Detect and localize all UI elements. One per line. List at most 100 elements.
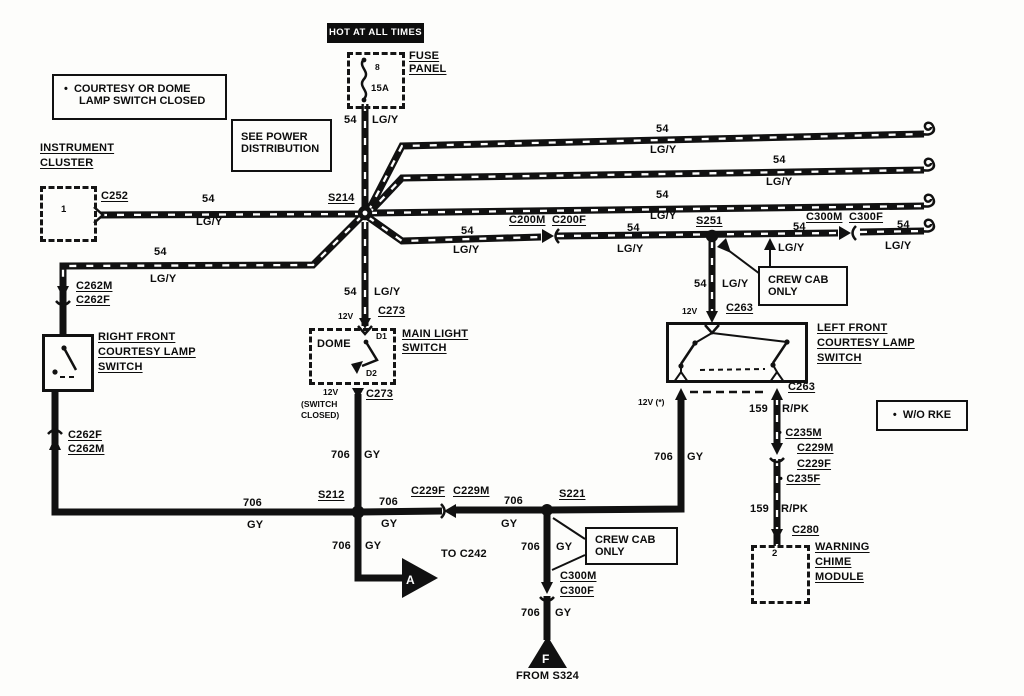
connector-label-c200m: C200M [509, 214, 546, 226]
see-power-line1: SEE POWER [241, 131, 308, 143]
wire-label-lgy: LG/Y [150, 273, 177, 285]
crew-cab-only-note-bottom: CREW CAB ONLY [585, 527, 678, 565]
fuse-panel-box [347, 52, 405, 109]
voltage-switch-closed-line2: CLOSED) [301, 410, 340, 420]
splice-s251 [705, 229, 719, 243]
wire-label-gy: GY [501, 518, 518, 530]
warning-chime-title-line3: MODULE [815, 571, 864, 583]
splice-label-s251: S251 [696, 215, 723, 227]
connector-label-c263-top: C263 [726, 302, 754, 314]
fuse-rating: 15A [371, 83, 390, 94]
wire-label-54: 54 [202, 193, 215, 205]
wire-label-706: 706 [654, 451, 673, 463]
wire-end-curls [921, 121, 936, 233]
connector-label-c262m-upper: C262M [76, 280, 113, 292]
courtesy-note-box: • COURTESY OR DOME LAMP SWITCH CLOSED [52, 74, 227, 120]
connector-c235-arrow [771, 443, 783, 455]
crew-cab-only-note-top: CREW CAB ONLY [758, 266, 848, 306]
from-s324-label: FROM S324 [516, 670, 579, 682]
connector-label-c300m-top: C300M [806, 211, 843, 223]
rf-switch-title-line2: COURTESY LAMP [98, 346, 196, 358]
right-front-courtesy-lamp-switch-box [42, 334, 94, 392]
wire-label-rpk: R/PK [782, 403, 810, 415]
wire-label-54: 54 [694, 278, 707, 290]
wire-label-lgy: LG/Y [453, 244, 480, 256]
connector-label-c200f: C200F [552, 214, 587, 226]
instrument-cluster-box [40, 186, 97, 242]
wire-label-54: 54 [627, 222, 640, 234]
wire-label-lgy: LG/Y [372, 114, 399, 126]
connector-label-c273-bottom: C273 [366, 388, 394, 400]
instrument-cluster-title-line1: INSTRUMENT [40, 142, 115, 154]
wire-label-706: 706 [332, 540, 351, 552]
rf-switch-title-line3: SWITCH [98, 361, 143, 373]
wire-label-54: 54 [344, 286, 357, 298]
fuse-panel-title-line1: FUSE [409, 50, 440, 62]
connector-label-c229f-stack: C229F [797, 458, 832, 470]
wire-label-lgy: LG/Y [778, 242, 805, 254]
connector-c300-bottom-arrow [541, 582, 553, 594]
splice-label-s214: S214 [328, 192, 355, 204]
flow-arrow-f [528, 636, 567, 668]
wire-label-706: 706 [379, 496, 398, 508]
crew-cab-bottom-line1: CREW CAB [595, 534, 656, 546]
wire-label-706: 706 [504, 495, 523, 507]
connector-label-c229f: C229F [411, 485, 446, 497]
wire-label-lgy: LG/Y [885, 240, 912, 252]
voltage-switch-closed-line1: (SWITCH [301, 399, 338, 409]
wire-label-lgy: LG/Y [374, 286, 401, 298]
connector-symbols [47, 206, 857, 603]
main-light-switch-box [309, 328, 396, 385]
splice-label-s221: S221 [559, 488, 586, 500]
wire-label-gy: GY [365, 540, 382, 552]
wire-label-54: 54 [897, 219, 910, 231]
connector-label-c300f-top: C300F [849, 211, 884, 223]
connector-label-c262f-upper: C262F [76, 294, 111, 306]
wire-label-54: 54 [344, 114, 357, 126]
gy-706-wires [51, 302, 685, 640]
bullet-icon: • [778, 427, 783, 439]
courtesy-note-line1: COURTESY OR DOME [73, 83, 191, 95]
fuse-id: 8 [375, 62, 380, 72]
connector-label-c229m-stack: C229M [797, 442, 834, 454]
rf-switch-title-line1: RIGHT FRONT [98, 331, 176, 343]
lf-switch-title-line1: LEFT FRONT [817, 322, 888, 334]
wire-label-rpk: R/PK [781, 503, 809, 515]
voltage-12v-dome-bottom: 12V [323, 387, 339, 397]
crew-cab-top-line2: ONLY [768, 286, 798, 298]
dome-contact-d2: D2 [366, 368, 377, 378]
crew-cab-top-line1: CREW CAB [768, 274, 829, 286]
wire-label-lgy: LG/Y [650, 144, 677, 156]
warning-chime-title-line2: CHIME [815, 556, 852, 568]
lf-switch-title-line2: COURTESY LAMP [817, 337, 915, 349]
main-light-switch-title-line1: MAIN LIGHT [402, 328, 469, 340]
connector-c300-top-arrow [839, 226, 851, 240]
bullet-icon: • [64, 83, 68, 95]
wire-label-706: 706 [243, 497, 262, 509]
to-c242-label: TO C242 [441, 548, 487, 560]
wo-rke-note-box: • W/O RKE [876, 400, 968, 431]
see-power-distribution-box: SEE POWER DISTRIBUTION [231, 119, 332, 172]
splice-label-s212: S212 [318, 489, 345, 501]
wire-label-gy: GY [555, 607, 572, 619]
connector-label-c235f: • C235F [779, 473, 821, 485]
splice-s212 [351, 505, 365, 519]
wire-label-gy: GY [364, 449, 381, 461]
wire-label-lgy: LG/Y [196, 216, 223, 228]
annotation-pointers [551, 238, 776, 571]
connector-c262-lower-arrow [49, 437, 61, 450]
courtesy-note-line2: LAMP SWITCH CLOSED [79, 95, 206, 107]
right-front-switch-contacts [52, 345, 78, 378]
instrument-cluster-title-line2: CLUSTER [40, 157, 94, 169]
wire-label-54: 54 [793, 221, 806, 233]
wire-label-lgy: LG/Y [650, 210, 677, 222]
connector-label-c262f-lower: C262F [68, 429, 103, 441]
instrument-cluster-pin: 1 [61, 204, 67, 215]
splice-s221 [541, 504, 553, 516]
connector-c263-arrow [706, 311, 718, 323]
voltage-12v-dome-top: 12V [338, 311, 354, 321]
connector-c280-arrow [771, 529, 783, 541]
wo-rke-label: W/O RKE [902, 409, 952, 421]
see-power-line2: DISTRIBUTION [241, 143, 320, 155]
